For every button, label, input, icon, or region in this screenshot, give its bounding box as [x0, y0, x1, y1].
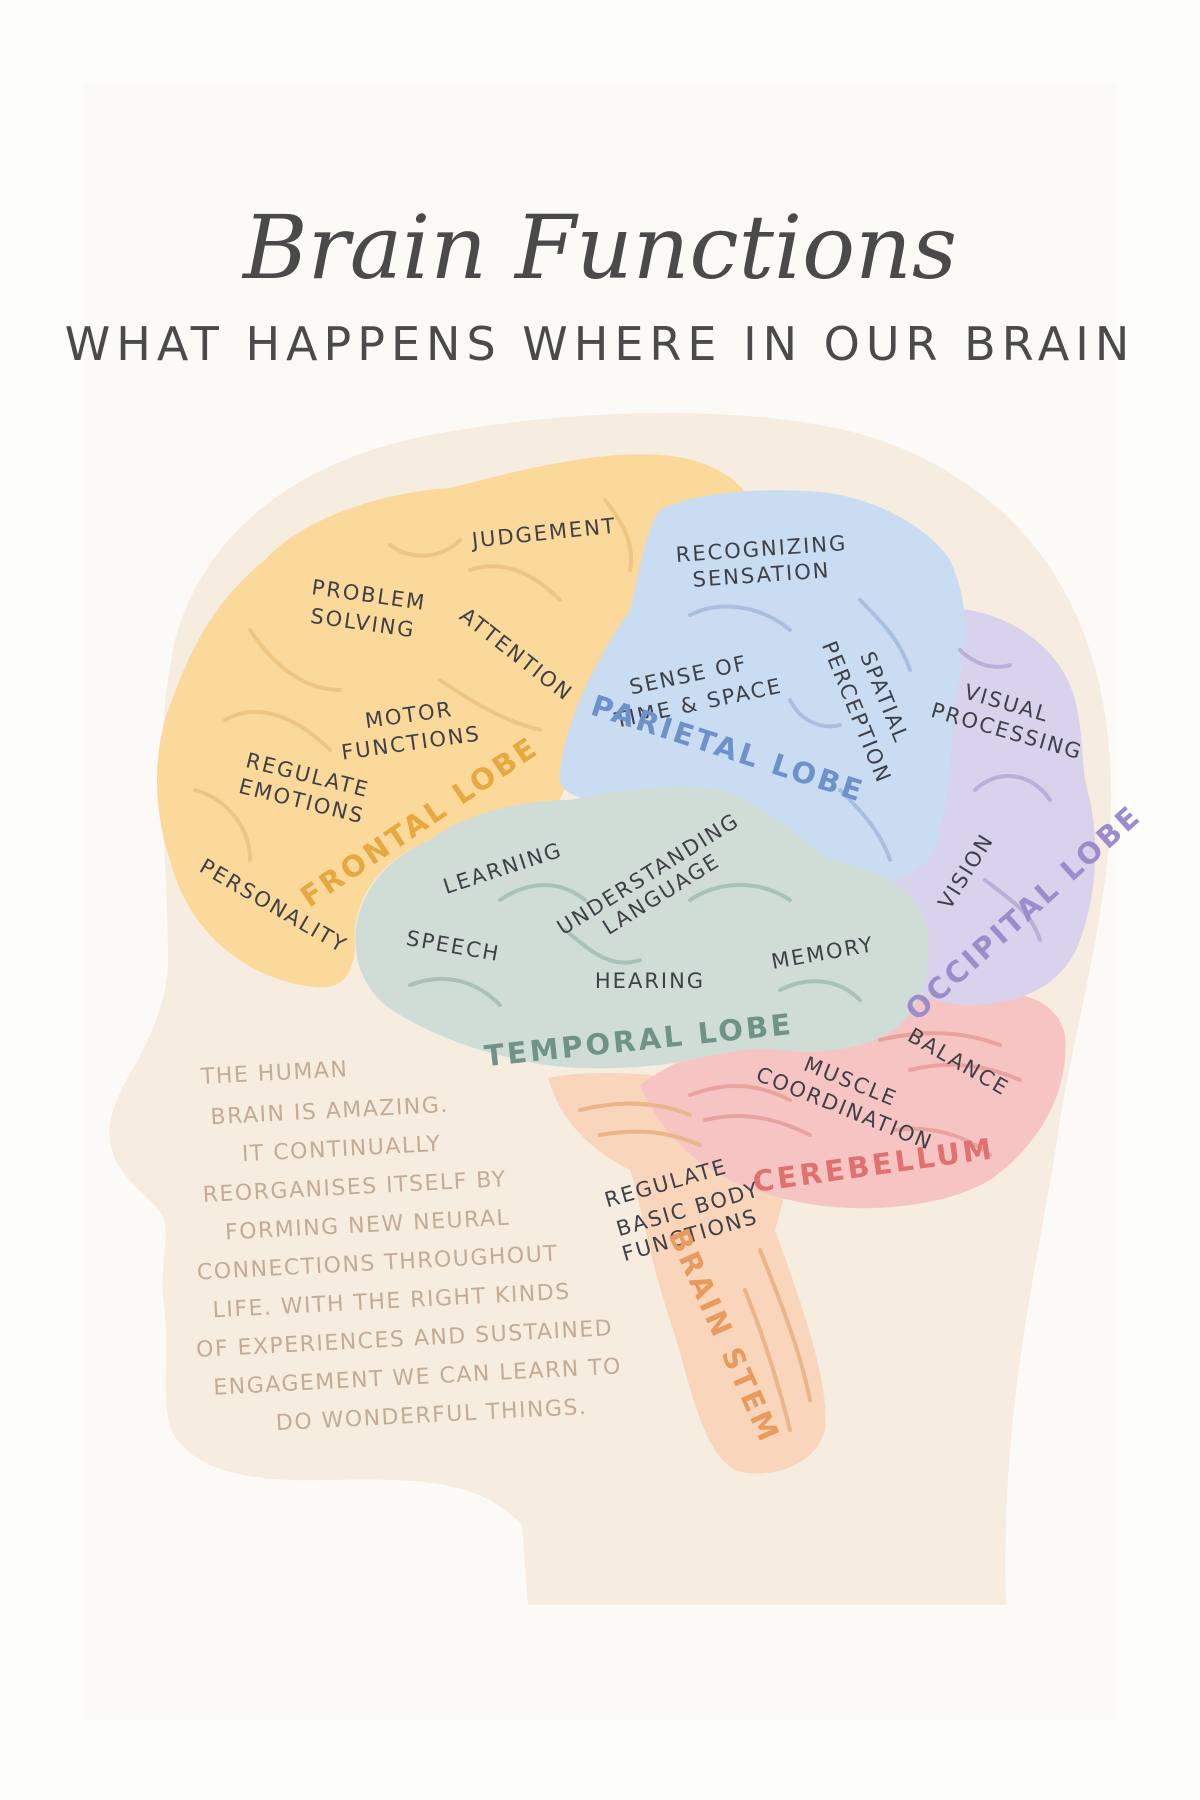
temporal-fn-hearing: HEARING: [595, 969, 705, 993]
poster-subtitle: WHAT HAPPENS WHERE IN OUR BRAIN: [65, 317, 1135, 371]
frontal-lobe-region: [157, 454, 750, 988]
brain-stem-folds: [578, 1101, 812, 1432]
temporal-lobe-region: [355, 786, 929, 1069]
parietal-lobe-region: [559, 490, 966, 884]
poster-title: Brain Functions: [241, 196, 957, 299]
occipital-lobe-folds: [958, 648, 1052, 942]
parietal-lobe-folds: [688, 598, 912, 862]
frontal-lobe-folds: [193, 498, 633, 862]
cerebellum-folds: [688, 1031, 1022, 1157]
temporal-lobe-folds: [408, 883, 862, 1007]
